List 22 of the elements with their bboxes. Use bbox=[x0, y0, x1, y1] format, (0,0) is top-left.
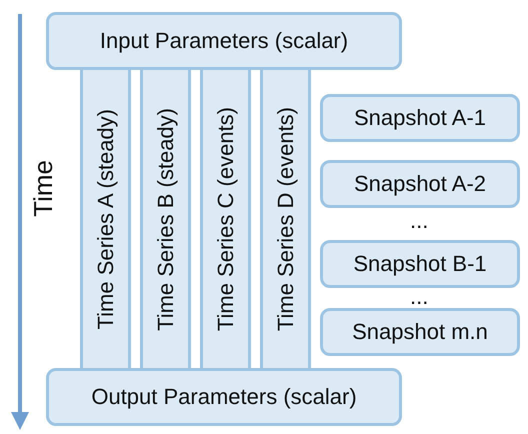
snapshot-box bbox=[320, 240, 520, 288]
time-series-column bbox=[140, 70, 191, 368]
time-series-column bbox=[200, 70, 251, 368]
node-label: Input Parameters (scalar) bbox=[100, 28, 348, 54]
snapshot-box bbox=[320, 94, 520, 142]
node-label: Time Series D (events) bbox=[272, 106, 298, 332]
node-label: Snapshot m.n bbox=[352, 319, 488, 345]
node-label: Output Parameters (scalar) bbox=[91, 384, 357, 410]
ellipsis: ... bbox=[410, 284, 428, 310]
node-label: Time Series C (events) bbox=[212, 106, 238, 332]
node-label: Time Series B (steady) bbox=[152, 108, 178, 330]
ellipsis: ... bbox=[410, 208, 428, 234]
time-series-column bbox=[80, 70, 131, 368]
node-label: Time Series A (steady) bbox=[92, 108, 118, 330]
parameter-box bbox=[46, 368, 402, 426]
node-label: Snapshot A-1 bbox=[354, 105, 486, 131]
node-label: Snapshot B-1 bbox=[353, 251, 487, 277]
parameter-box bbox=[46, 12, 402, 70]
snapshot-box bbox=[320, 308, 520, 356]
time-series-column bbox=[260, 70, 311, 368]
node-label: Snapshot A-2 bbox=[354, 171, 486, 197]
snapshot-box bbox=[320, 160, 520, 208]
